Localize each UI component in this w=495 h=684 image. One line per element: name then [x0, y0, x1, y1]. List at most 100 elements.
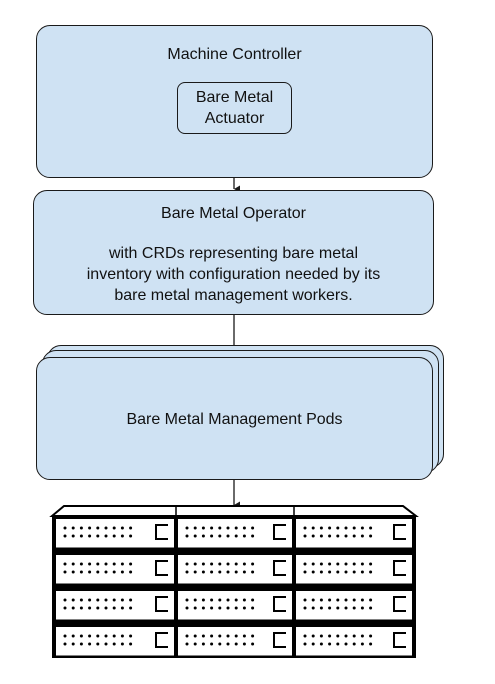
- server-led: [311, 526, 315, 530]
- server-unit: [178, 555, 292, 584]
- server-unit: [296, 591, 412, 620]
- server-led: [369, 606, 373, 610]
- server-led: [369, 642, 373, 646]
- server-led: [218, 570, 222, 574]
- server-led: [112, 570, 116, 574]
- server-led: [120, 570, 124, 574]
- server-led: [129, 606, 133, 610]
- server-led: [112, 598, 116, 602]
- machine-controller-title: Machine Controller: [167, 46, 302, 63]
- actuator-label-line-2: Actuator: [204, 110, 265, 127]
- server-led: [129, 634, 133, 638]
- server-led: [303, 534, 307, 538]
- server-led: [79, 570, 83, 574]
- bare-metal-management-pods-box: Bare Metal Management Pods: [36, 357, 433, 480]
- server-led: [328, 570, 332, 574]
- server-led: [112, 534, 116, 538]
- server-drive-slot: [155, 632, 168, 648]
- server-led: [112, 634, 116, 638]
- server-led: [369, 598, 373, 602]
- server-unit: [56, 627, 174, 656]
- server-drive-slot: [393, 596, 406, 612]
- server-led: [79, 534, 83, 538]
- server-led: [369, 526, 373, 530]
- server-led: [210, 570, 214, 574]
- server-led: [242, 526, 246, 530]
- server-led: [201, 570, 205, 574]
- server-led: [369, 634, 373, 638]
- server-led: [63, 534, 67, 538]
- server-led: [218, 526, 222, 530]
- server-led: [88, 598, 92, 602]
- server-led: [71, 570, 75, 574]
- server-led: [311, 606, 315, 610]
- server-led: [104, 642, 108, 646]
- server-led: [319, 634, 323, 638]
- server-led: [360, 598, 364, 602]
- server-led: [360, 562, 364, 566]
- server-led: [71, 562, 75, 566]
- server-led: [112, 562, 116, 566]
- server-led: [210, 642, 214, 646]
- server-led: [311, 562, 315, 566]
- server-unit: [56, 555, 174, 584]
- server-led: [104, 570, 108, 574]
- server-led: [185, 634, 189, 638]
- server-led: [344, 598, 348, 602]
- server-led: [352, 570, 356, 574]
- server-led: [71, 534, 75, 538]
- server-unit: [56, 591, 174, 620]
- server-led: [226, 526, 230, 530]
- server-led: [328, 634, 332, 638]
- server-led: [193, 598, 197, 602]
- server-led: [344, 642, 348, 646]
- server-led: [344, 570, 348, 574]
- server-led: [201, 642, 205, 646]
- server-led: [96, 562, 100, 566]
- server-led: [88, 634, 92, 638]
- server-drive-slot: [273, 524, 286, 540]
- server-drive-slot: [273, 632, 286, 648]
- server-led: [360, 526, 364, 530]
- server-led: [218, 642, 222, 646]
- server-led: [336, 634, 340, 638]
- server-drive-slot: [393, 560, 406, 576]
- server-led: [344, 562, 348, 566]
- server-led: [218, 562, 222, 566]
- server-led: [242, 534, 246, 538]
- server-led: [96, 634, 100, 638]
- server-led: [210, 526, 214, 530]
- server-led: [328, 534, 332, 538]
- server-led: [104, 562, 108, 566]
- server-led: [185, 562, 189, 566]
- server-led: [210, 562, 214, 566]
- server-led: [63, 606, 67, 610]
- operator-description-line-2: inventory with configuration needed by i…: [86, 266, 381, 283]
- operator-description: with CRDs representing bare metal invent…: [34, 243, 433, 306]
- server-led: [303, 526, 307, 530]
- server-led: [336, 526, 340, 530]
- server-led: [311, 570, 315, 574]
- server-led: [336, 534, 340, 538]
- server-led: [311, 642, 315, 646]
- server-led: [234, 526, 238, 530]
- server-led: [226, 562, 230, 566]
- server-led: [251, 534, 255, 538]
- server-led: [344, 634, 348, 638]
- server-led: [303, 562, 307, 566]
- pods-title: Bare Metal Management Pods: [126, 411, 343, 428]
- server-led: [193, 642, 197, 646]
- server-led: [328, 598, 332, 602]
- bare-metal-operator-box: Bare Metal Operator with CRDs representi…: [33, 190, 434, 315]
- server-unit: [296, 519, 412, 548]
- server-led: [336, 598, 340, 602]
- server-led: [193, 562, 197, 566]
- server-led: [63, 642, 67, 646]
- server-led: [129, 570, 133, 574]
- server-led: [344, 534, 348, 538]
- server-led: [193, 526, 197, 530]
- server-led: [336, 562, 340, 566]
- server-led: [251, 606, 255, 610]
- server-led: [360, 642, 364, 646]
- server-led: [311, 598, 315, 602]
